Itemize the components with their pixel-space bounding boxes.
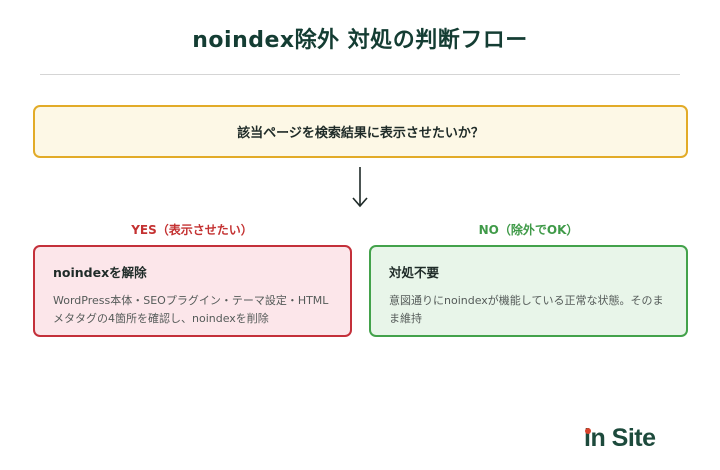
branch-label-yes: YES（表示させたい） xyxy=(131,223,253,237)
card-no: 対処不要 意図通りにnoindexが機能している正常な状態。そのまま維持 xyxy=(369,245,688,337)
page-title: noindex除外 対処の判断フロー xyxy=(192,28,528,53)
insite-logo: in Site xyxy=(584,424,656,454)
question-box: 該当ページを検索結果に表示させたいか？ xyxy=(33,105,688,158)
logo-site: Site xyxy=(605,424,656,452)
logo-dot-icon xyxy=(585,428,591,434)
card-yes-title: noindexを解除 xyxy=(53,265,147,280)
question-text: 該当ページを検索結果に表示させたいか？ xyxy=(237,126,484,141)
card-no-title: 対処不要 xyxy=(389,265,440,280)
title-divider xyxy=(40,74,680,75)
branch-label-no: NO（除外でOK） xyxy=(478,223,579,237)
card-yes-body: WordPress本体・SEOプラグイン・テーマ設定・HTMLメタタグの4箇所を… xyxy=(53,294,329,325)
card-yes: noindexを解除 WordPress本体・SEOプラグイン・テーマ設定・HT… xyxy=(33,245,352,337)
arrow-down-icon xyxy=(352,167,368,208)
card-no-body: 意図通りにnoindexが機能している正常な状態。そのまま維持 xyxy=(389,294,664,325)
